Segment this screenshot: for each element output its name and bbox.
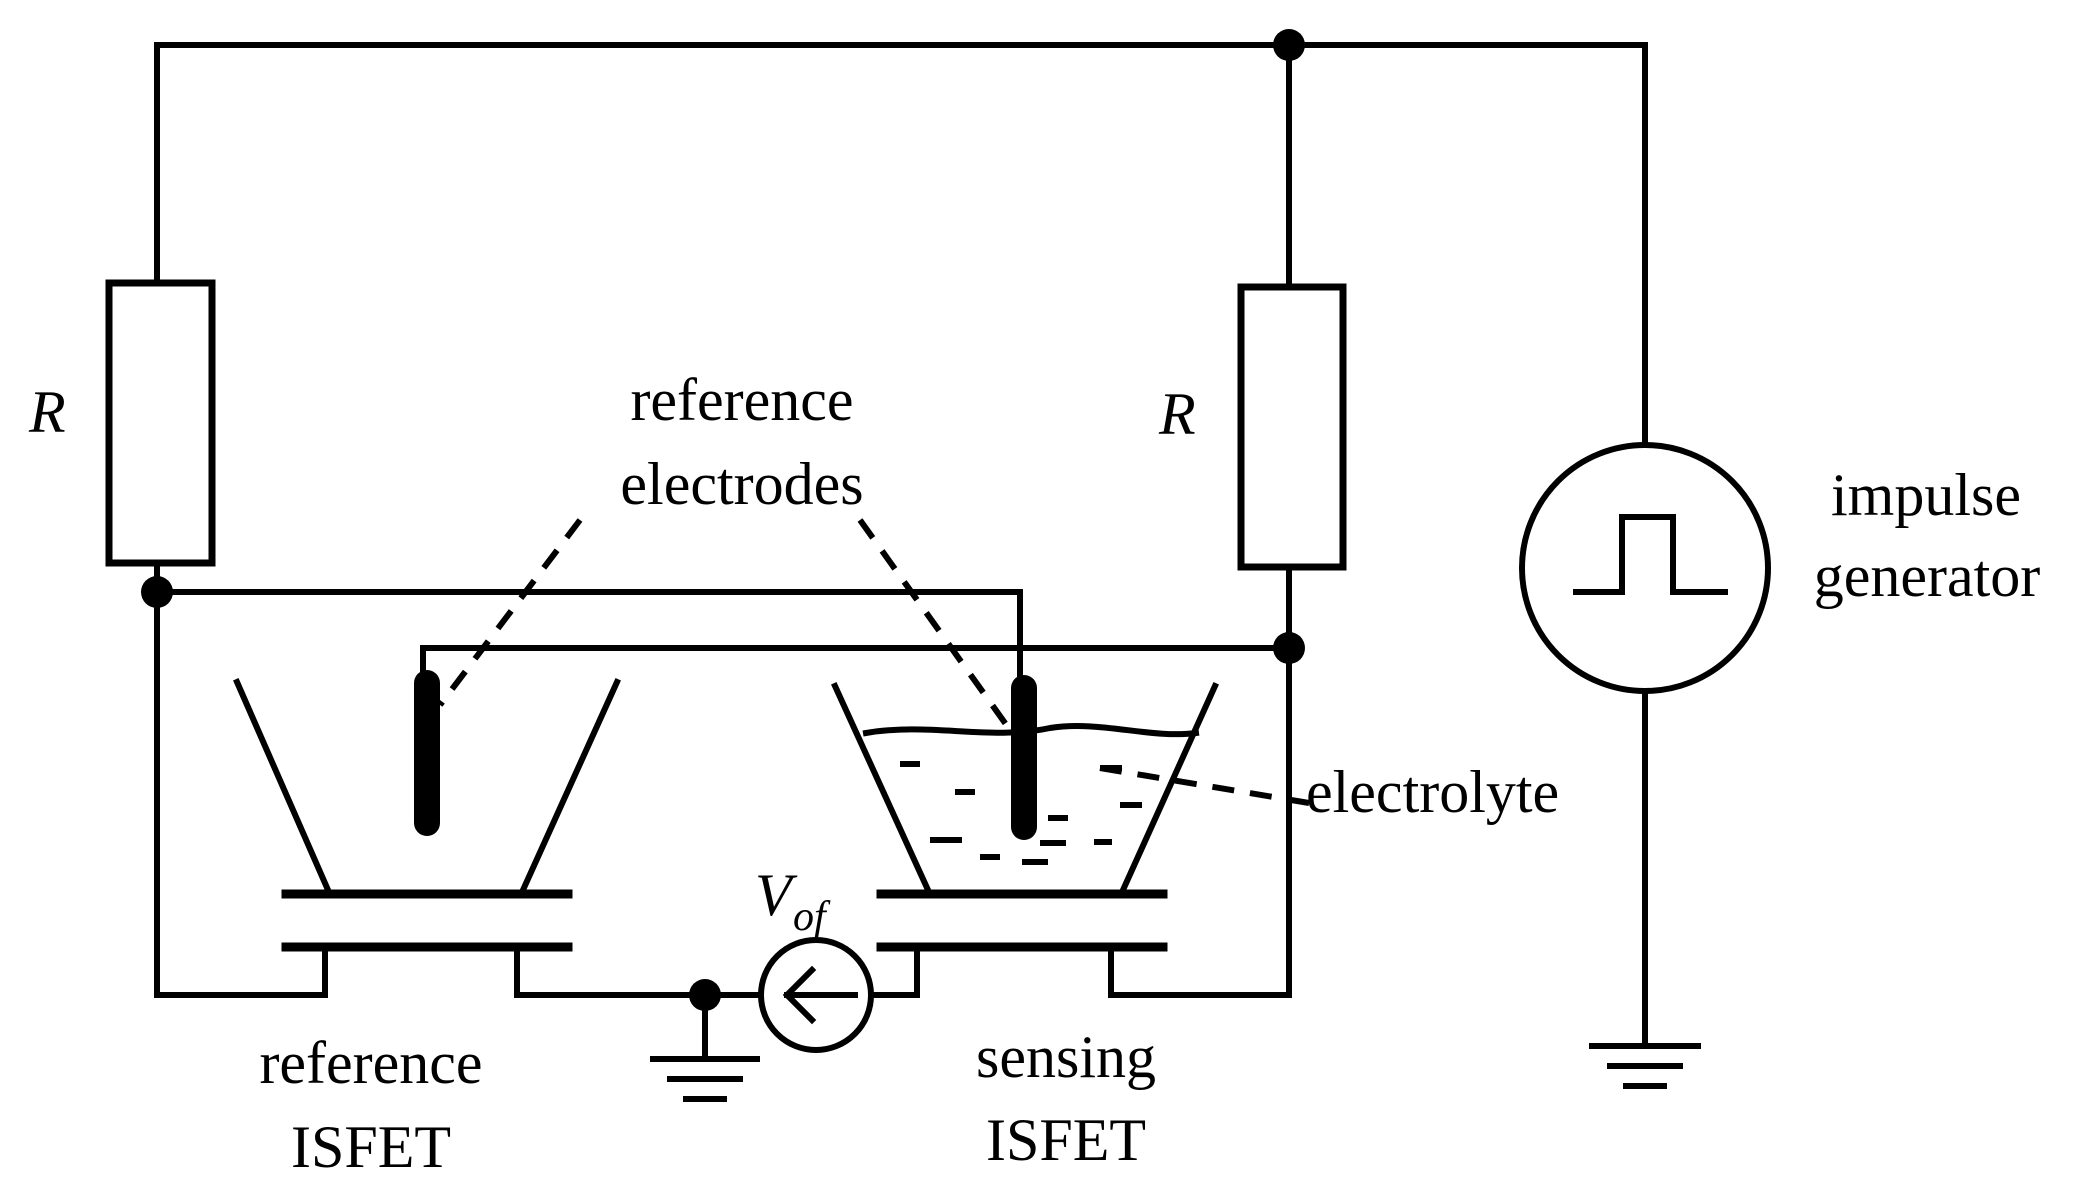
right-resistor	[1237, 283, 1347, 571]
pulse-waveform-icon	[1573, 514, 1728, 595]
electrolyte-surface	[862, 723, 1200, 738]
reference-isfet-well-left-wall	[233, 678, 332, 894]
sensing-isfet-well-left-wall	[831, 682, 932, 894]
right-resistor-label: R	[1158, 381, 1196, 447]
impulse-generator	[1519, 442, 1771, 694]
offset-voltage-subscript: of	[793, 894, 831, 940]
junction-top-right	[1273, 29, 1305, 61]
left-node-to-sensing-electrode-wire	[154, 589, 1023, 683]
impulse-generator-label-line2: generator	[1814, 543, 2041, 609]
reference-isfet-source-wire	[154, 947, 328, 998]
sensing-isfet-well-right-wall	[1119, 682, 1219, 894]
reference-electrodes-leader-left	[437, 518, 583, 707]
reference-electrodes-label-line2: electrodes	[620, 451, 863, 517]
offset-voltage-label: V	[755, 862, 798, 928]
reference-isfet-well-right-wall	[519, 678, 621, 894]
electrolyte-label: electrolyte	[1306, 759, 1559, 825]
reference-isfet-drain-wire	[514, 947, 708, 998]
reference-electrodes-leader-right	[857, 518, 1013, 732]
junction-left-resistor	[141, 576, 173, 608]
sensing-isfet-label-line2: ISFET	[986, 1107, 1146, 1173]
electrolyte-leader	[1099, 765, 1316, 807]
right-node-to-reference-electrode-wire	[420, 645, 1292, 683]
sensing-isfet-drain-wire	[1108, 947, 1292, 998]
sensing-isfet-source-wire	[869, 947, 920, 998]
reference-isfet-label-line2: ISFET	[291, 1114, 451, 1180]
reference-electrodes-label-line1: reference	[630, 367, 853, 433]
offset-voltage-arrow-head	[782, 965, 817, 1025]
offset-voltage-source	[758, 937, 874, 1053]
reference-isfet-label-line1: reference	[259, 1030, 482, 1096]
top-supply-wire	[154, 42, 1648, 448]
left-resistor	[105, 279, 216, 567]
junction-right-resistor	[1273, 632, 1305, 664]
impulse-generator-label-line1: impulse	[1831, 462, 2021, 528]
sensing-isfet-label-line1: sensing	[976, 1024, 1156, 1090]
left-resistor-label: R	[28, 379, 66, 445]
